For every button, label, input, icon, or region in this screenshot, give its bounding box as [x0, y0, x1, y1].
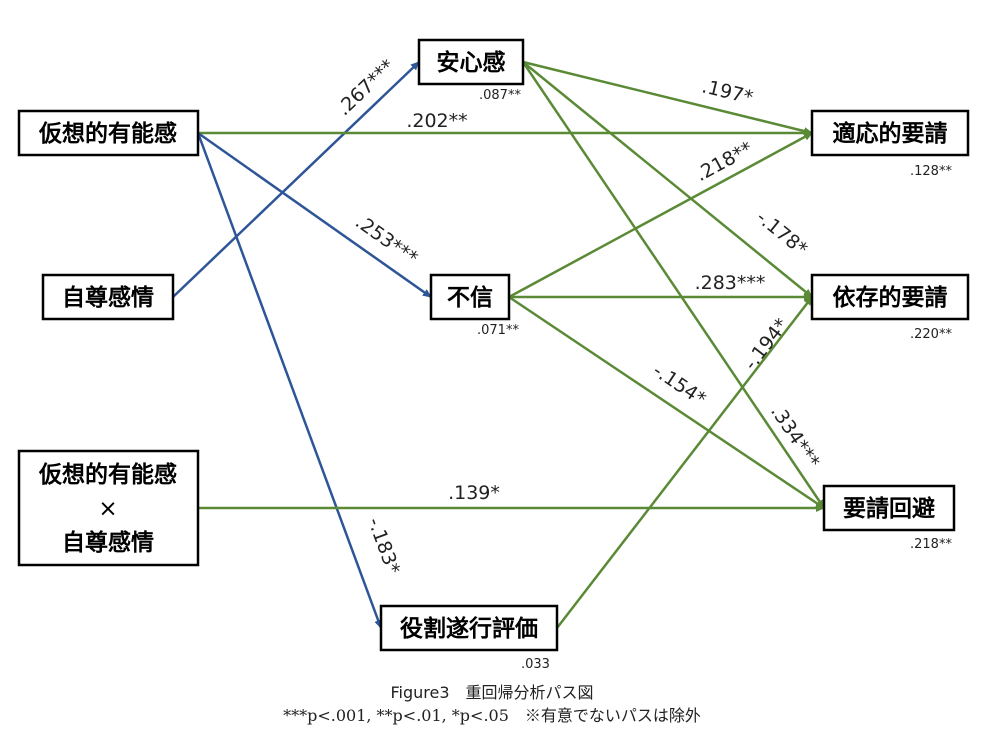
- edge-yakuwari-to-izon: [556, 296, 813, 629]
- edge-anshin-to-izon: [522, 61, 813, 298]
- node-izon: 依存的要請 .220**: [810, 273, 970, 342]
- coef-yakuwari-izon: -.194*: [740, 314, 793, 374]
- node-fushin: 不信 .071**: [429, 273, 519, 338]
- node-kaihi: 要請回避 .218**: [822, 484, 956, 552]
- node-fushin-label: 不信: [447, 284, 493, 311]
- edge-fushin-to-kaihi: [508, 295, 825, 510]
- node-izon-label: 依存的要請: [833, 284, 948, 311]
- node-anshin: 安心感 .087**: [417, 38, 525, 103]
- coef-interaction-kaihi: .139*: [448, 482, 500, 504]
- coef-anshin-izon: -.178*: [752, 206, 811, 260]
- node-anshin-label: 安心感: [437, 49, 506, 76]
- figure-caption-note: ***p<.001, **p<.01, *p<.05 ※有意でないパスは除外: [283, 706, 701, 725]
- coef-fushin-kaihi: -.154*: [649, 360, 710, 411]
- node-izon-r2: .220**: [910, 327, 952, 342]
- edge-kaso-to-fushin: [197, 131, 432, 299]
- coef-fushin-tekio: .218**: [692, 137, 756, 186]
- coef-anshin-tekio: .197*: [700, 75, 756, 109]
- edge-anshin-to-tekio: [522, 60, 813, 135]
- edge-anshin-to-kaihi: [521, 61, 826, 509]
- edge-kaso-to-yakuwari: [196, 132, 383, 629]
- node-kaso-label: 仮想的有能感: [38, 120, 177, 147]
- edge-fushin-to-tekio: [508, 131, 813, 299]
- coef-fushin-izon: .283***: [695, 272, 766, 294]
- node-interaction: 仮想的有能感 × 自尊感情: [17, 449, 200, 567]
- edge-jison-to-anshin: [172, 61, 420, 298]
- node-interaction-line2: ×: [98, 496, 117, 522]
- coef-jison-anshin: .267***: [333, 55, 399, 120]
- node-kaihi-label: 要請回避: [843, 495, 935, 522]
- node-yakuwari-r2: .033: [521, 657, 550, 672]
- node-kaihi-r2: .218**: [910, 537, 952, 552]
- figure-caption-title: Figure3 重回帰分析パス図: [390, 683, 593, 702]
- node-yakuwari-label: 役割遂行評価: [400, 615, 538, 642]
- node-jison: 自尊感情: [41, 273, 175, 321]
- node-fushin-r2: .071**: [477, 323, 519, 338]
- node-anshin-r2: .087**: [479, 88, 521, 103]
- node-tekio-label: 適応的要請: [833, 120, 948, 147]
- coef-kaso-yakuwari: -.183*: [363, 515, 404, 578]
- node-kaso: 仮想的有能感: [17, 109, 200, 157]
- node-tekio: 適応的要請 .128**: [810, 109, 970, 179]
- node-jison-label: 自尊感情: [62, 284, 154, 311]
- node-interaction-line1: 仮想的有能感: [38, 461, 177, 488]
- node-tekio-r2: .128**: [910, 164, 952, 179]
- coef-kaso-fushin: .253***: [351, 211, 422, 270]
- node-interaction-line3: 自尊感情: [62, 529, 154, 556]
- coef-kaso-tekio: .202**: [406, 110, 467, 132]
- node-yakuwari: 役割遂行評価 .033: [379, 604, 559, 672]
